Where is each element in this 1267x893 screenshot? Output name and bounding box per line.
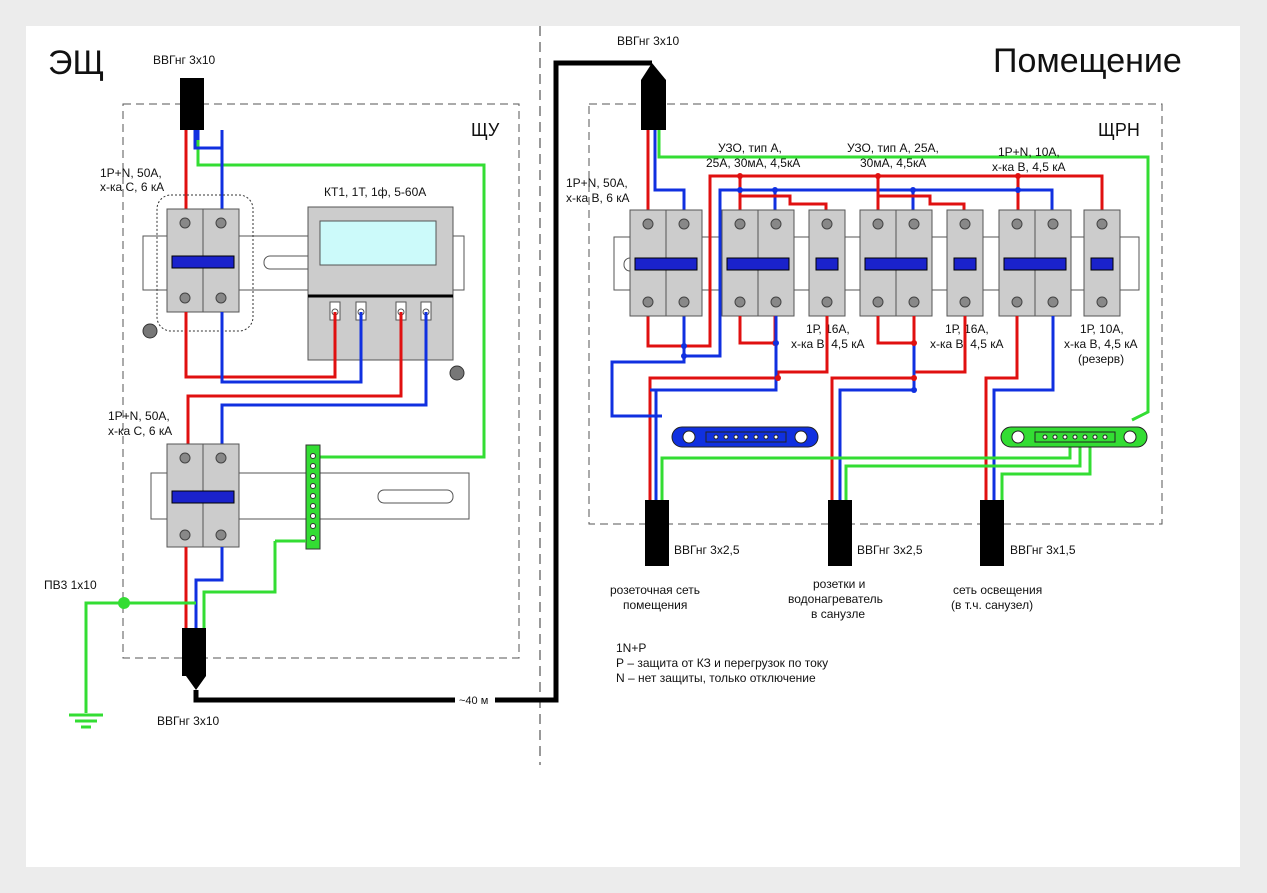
output-cable-bottom-label: ВВГнг 3х10 [157,714,220,728]
breaker1-label-line2: х-ка С, 6 кА [100,180,164,194]
electricity-meter [307,206,454,361]
breaker-light-label-1: 1P+N, 10A, [998,145,1060,159]
note-3: N – нет защиты, только отключение [616,671,816,685]
breaker2-lever [171,490,235,504]
input-cable-top-label: ВВГнг 3х10 [153,53,216,67]
breaker1-seal-area [156,194,254,332]
output-3-desc-2: (в т.ч. санузел) [951,598,1033,612]
earth-bus-right [1000,426,1148,448]
output-cable-3 [980,500,1004,566]
breaker-16a-2-label-1: 1Р, 16А, [945,322,989,336]
note-1: 1N+P [616,641,646,655]
breaker-light-label-2: х-ка В, 4,5 кА [992,160,1065,174]
right-area-title: Помещение [993,42,1182,80]
ground-label: ПВ3 1х10 [44,578,97,592]
output-2-desc-2: водонагреватель [788,592,883,606]
left-breaker-2 [166,443,240,548]
seal-2 [449,365,465,381]
breaker1-lever [171,255,235,269]
left-panel-frame [122,103,520,659]
long-cable [193,690,455,703]
diagram-canvas: ЭЩ Помещение ЩУ ЩРН ВВГнг 3х10 1P+N, 50A… [26,26,1240,867]
main-breaker-label-2: х-ка В, 6 кА [566,191,629,205]
ground-symbol [69,713,103,729]
cable-length-label: ~40 м [459,695,488,707]
breaker-16a-2-label-2: х-ка В, 4,5 кА [930,337,1003,351]
wiring-diagram: ЭЩ Помещение ЩУ ЩРН ВВГнг 3х10 1P+N, 50A… [44,26,1182,765]
seal-1 [142,323,158,339]
breaker-reserve-label-3: (резерв) [1078,352,1124,366]
input-cable-top [180,78,204,130]
rcd1-label-2: 25А, 30мА, 4,5кА [706,156,800,170]
earth-wire-top [196,130,486,459]
right-panel-label: ЩРН [1098,120,1140,140]
rcd2-label-2: 30мА, 4,5кА [860,156,926,170]
breaker-16a-1 [808,209,846,317]
left-breaker-1 [166,208,240,313]
meter-screen [319,220,437,266]
rcd1-label-1: УЗО, тип А, [718,141,782,155]
room-cable-label: ВВГнг 3х10 [617,34,680,48]
breaker-16a-2 [946,209,984,317]
output-cable-bottom [182,628,206,690]
meter-label: КТ1, 1Т, 1ф, 5-60А [324,185,426,199]
output-2-desc-3: в санузле [811,607,865,621]
breaker2-label-line1: 1P+N, 50A, [108,409,170,423]
breaker-reserve [1083,209,1121,317]
left-area-title: ЭЩ [48,44,104,82]
ground-wire [84,601,124,713]
rcd2-label-1: УЗО, тип А, 25А, [847,141,939,155]
output-cable-1 [645,500,669,566]
rcd-2 [859,209,933,317]
earth-wire-right [657,130,1150,422]
neutral-bus [671,426,819,448]
room-input-cable [641,63,666,130]
breaker-reserve-label-1: 1Р, 10А, [1080,322,1124,336]
earth-bus-left [305,444,321,550]
output-2-desc-1: розетки и [813,577,865,591]
output-cable-3-label: ВВГнг 3х1,5 [1010,543,1076,557]
breaker2-label-line2: х-ка С, 6 кА [108,424,172,438]
output-1-desc-2: помещения [623,598,687,612]
breaker1-label-line1: 1P+N, 50A, [100,166,162,180]
output-cable-1-label: ВВГнг 3х2,5 [674,543,740,557]
output-cable-2-label: ВВГнг 3х2,5 [857,543,923,557]
note-2: Р – защита от КЗ и перегрузок по току [616,656,828,670]
output-3-desc-1: сеть освещения [953,583,1042,597]
output-cable-2 [828,500,852,566]
breaker-reserve-label-2: х-ка В, 4,5 кА [1064,337,1137,351]
breaker-light [998,209,1072,317]
right-panel-frame [588,103,1163,525]
output-1-desc-1: розеточная сеть [610,583,700,597]
right-main-breaker [629,209,703,317]
left-panel-label: ЩУ [471,120,500,140]
main-breaker-label-1: 1P+N, 50A, [566,176,628,190]
rcd-1 [721,209,795,317]
